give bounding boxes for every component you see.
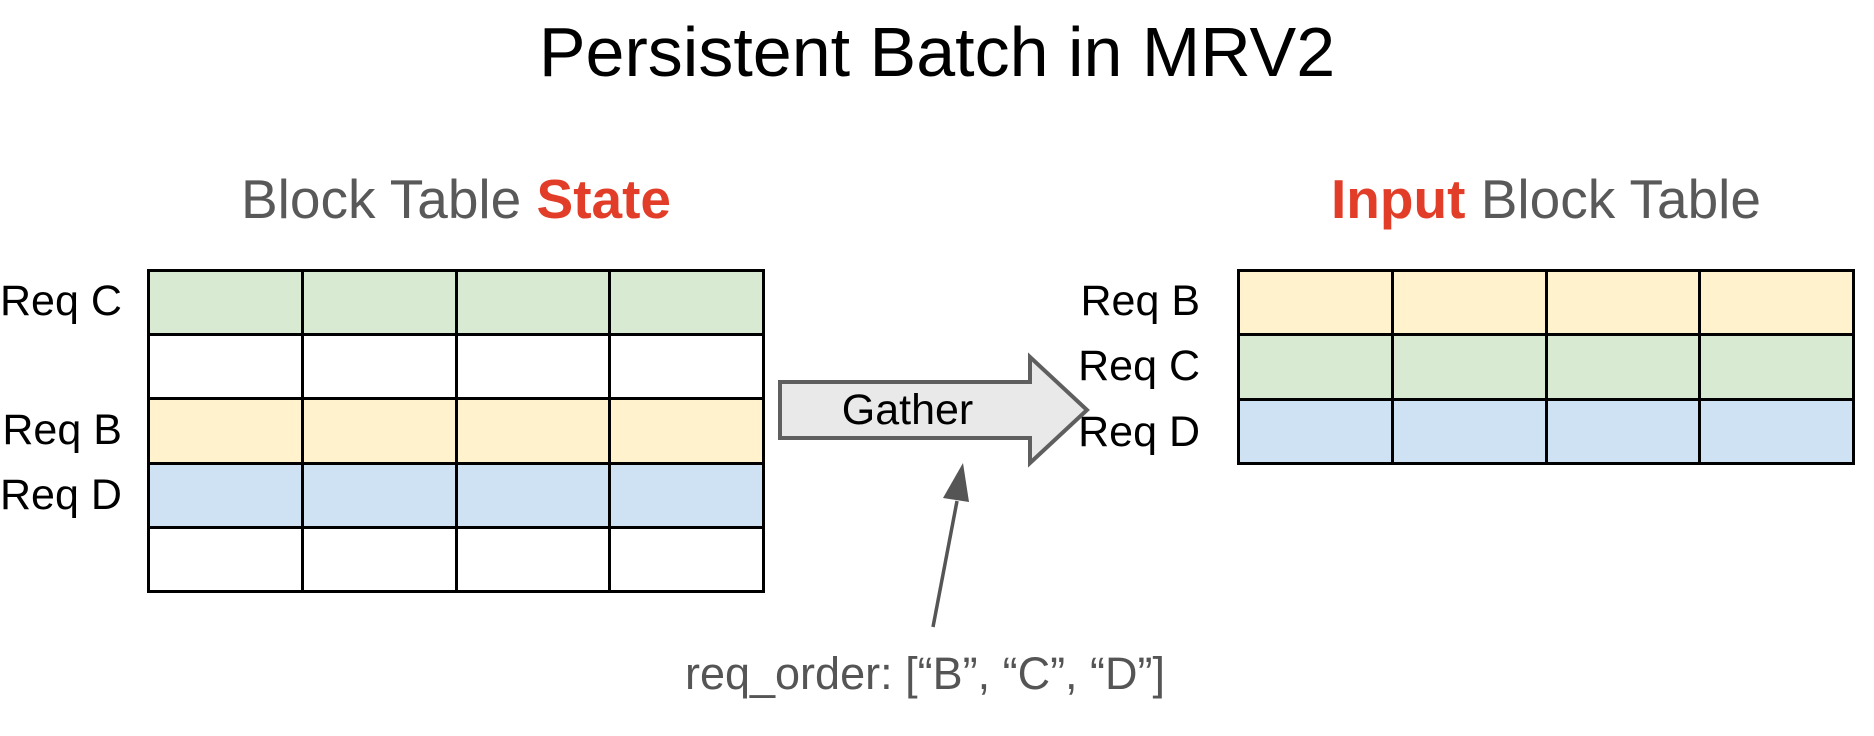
block-cell bbox=[1393, 272, 1545, 334]
block-cell bbox=[1240, 400, 1391, 462]
state-heading-highlight: State bbox=[536, 168, 672, 230]
block-cell bbox=[457, 400, 609, 462]
row-label: Req C bbox=[1078, 342, 1200, 391]
block-cell bbox=[150, 272, 301, 334]
row-label: Req D bbox=[0, 471, 122, 520]
input-heading-suffix: Block Table bbox=[1465, 168, 1761, 230]
block-cell bbox=[150, 400, 301, 462]
block-cell bbox=[303, 464, 455, 526]
block-cell bbox=[611, 336, 762, 398]
input-heading-highlight: Input bbox=[1331, 168, 1466, 230]
row-label bbox=[0, 528, 122, 593]
state-block-table bbox=[147, 269, 765, 593]
row-label: Req B bbox=[1080, 277, 1200, 326]
block-cell bbox=[457, 528, 609, 590]
gather-arrow-label: Gather bbox=[841, 385, 974, 434]
block-cell bbox=[150, 336, 301, 398]
input-block-table bbox=[1237, 269, 1855, 465]
input-table-row-labels: Req B Req C Req D bbox=[1060, 269, 1200, 465]
row-label bbox=[0, 334, 122, 399]
annotation-arrowhead bbox=[943, 463, 969, 502]
row-label: Req C bbox=[0, 276, 122, 325]
block-cell bbox=[1701, 336, 1852, 398]
gather-arrow-polygon bbox=[778, 352, 1090, 468]
slide-title: Persistent Batch in MRV2 bbox=[538, 13, 1336, 91]
annotation-arrow-line bbox=[931, 500, 959, 628]
block-cell bbox=[1240, 272, 1391, 334]
block-cell bbox=[303, 400, 455, 462]
block-cell bbox=[1393, 400, 1545, 462]
block-cell bbox=[1547, 400, 1699, 462]
gather-arrow-shape bbox=[778, 352, 1090, 468]
state-table-heading: Block Table State bbox=[147, 172, 765, 234]
block-cell bbox=[611, 464, 762, 526]
block-cell bbox=[1547, 336, 1699, 398]
block-cell bbox=[457, 272, 609, 334]
block-cell bbox=[1240, 336, 1391, 398]
block-cell bbox=[1547, 272, 1699, 334]
block-cell bbox=[611, 272, 762, 334]
state-heading-prefix: Block Table bbox=[240, 168, 537, 230]
annotation-arrow bbox=[931, 463, 969, 628]
block-cell bbox=[303, 272, 455, 334]
block-cell bbox=[303, 336, 455, 398]
row-label: Req B bbox=[2, 406, 122, 455]
block-cell bbox=[611, 400, 762, 462]
block-cell bbox=[1701, 400, 1852, 462]
block-cell bbox=[1701, 272, 1852, 334]
block-cell bbox=[457, 464, 609, 526]
block-cell bbox=[303, 528, 455, 590]
block-cell bbox=[457, 336, 609, 398]
state-table-row-labels: Req C Req B Req D bbox=[0, 269, 122, 593]
req-order-annotation: req_order: [“B”, “C”, “D”] bbox=[684, 648, 1166, 699]
block-cell bbox=[1393, 336, 1545, 398]
input-table-heading: Input Block Table bbox=[1237, 172, 1855, 234]
block-cell bbox=[150, 528, 301, 590]
block-cell bbox=[611, 528, 762, 590]
row-label: Req D bbox=[1078, 407, 1200, 456]
block-cell bbox=[150, 464, 301, 526]
